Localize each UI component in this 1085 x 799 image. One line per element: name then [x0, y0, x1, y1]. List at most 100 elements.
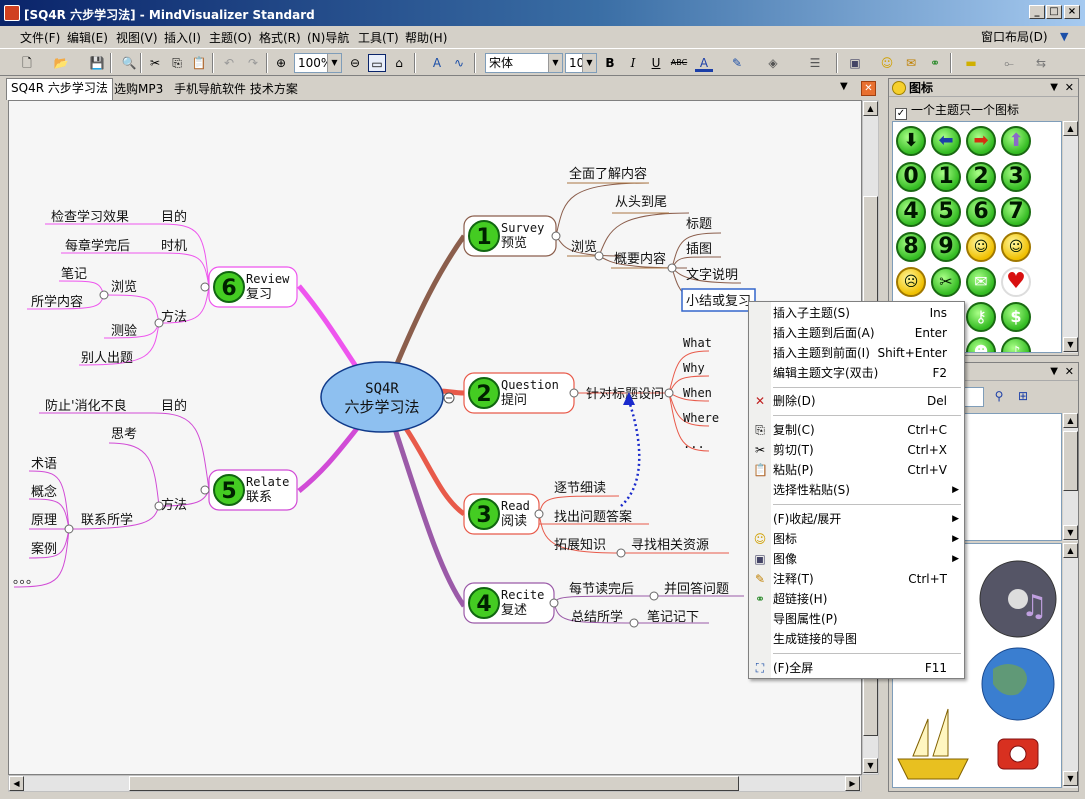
people-icon[interactable]: ☻ — [966, 337, 996, 352]
menu-paste[interactable]: 📋粘贴(P)Ctrl+V — [753, 463, 947, 477]
number-9-icon[interactable]: 9 — [931, 232, 961, 262]
pin-icon[interactable]: ▼ — [1050, 366, 1058, 377]
telephone-icon[interactable] — [997, 738, 1039, 770]
strikethrough-button[interactable]: ABC — [670, 58, 688, 67]
mail-icon[interactable]: ✉ — [966, 267, 996, 297]
close-window-button[interactable]: × — [1064, 5, 1080, 19]
paste-icon[interactable]: 📋 — [191, 56, 207, 70]
heart-icon[interactable]: ♥ — [1001, 267, 1031, 297]
node-recite[interactable]: 4 Recite 复述 — [463, 582, 555, 624]
chevron-down-icon[interactable]: ▼ — [1060, 30, 1069, 43]
mindmap-canvas[interactable]: 1 Survey 预览 2 Question 提问 3 Read 阅读 4 Re… — [8, 100, 862, 775]
menu-cut[interactable]: ✂剪切(T)Ctrl+X — [754, 443, 947, 457]
node-relate[interactable]: 5 Relate 联系 — [208, 469, 298, 511]
number-8-icon[interactable]: 8 — [896, 232, 926, 262]
menu-topic[interactable]: 主题(O) — [209, 31, 252, 45]
format-painter-icon[interactable]: A — [432, 56, 442, 70]
number-6-icon[interactable]: 6 — [966, 197, 996, 227]
canvas-horizontal-scrollbar[interactable]: ◀ ▶ — [8, 775, 862, 792]
minimize-button[interactable]: _ — [1029, 5, 1045, 19]
number-1-icon[interactable]: 1 — [931, 162, 961, 192]
close-icon[interactable]: ✕ — [1064, 81, 1074, 94]
menu-copy[interactable]: ⎘复制(C)Ctrl+C — [755, 420, 963, 440]
zoom-select[interactable]: 100%▼ — [294, 53, 342, 73]
library-tree-scrollbar[interactable]: ▲▼ — [1063, 413, 1078, 541]
arrow-down-icon[interactable]: ⬇ — [896, 126, 926, 156]
zoom-in-icon[interactable]: ⊕ — [275, 56, 287, 70]
menu-image[interactable]: ▣图像▶ — [754, 552, 959, 566]
number-7-icon[interactable]: 7 — [1001, 197, 1031, 227]
key-icon[interactable]: ⚷ — [966, 302, 996, 332]
open-folder-icon[interactable]: 📂 — [53, 56, 69, 70]
arrow-right-icon[interactable]: ➡ — [966, 126, 996, 156]
one-icon-option[interactable]: ✓一个主题只一个图标 — [895, 103, 1020, 120]
number-4-icon[interactable]: 4 — [896, 197, 926, 227]
sad-face-icon[interactable]: ☹ — [896, 267, 926, 297]
undo-icon[interactable]: ↶ — [223, 56, 235, 70]
node-read[interactable]: 3 Read 阅读 — [463, 493, 540, 535]
menu-insert-after[interactable]: 插入主题到后面(A)Enter — [773, 326, 947, 340]
arrow-up-icon[interactable]: ⬆ — [1001, 126, 1031, 156]
bold-button[interactable]: B — [605, 56, 615, 70]
window-layout-menu[interactable]: 窗口布局(D) — [981, 30, 1048, 44]
number-5-icon[interactable]: 5 — [931, 197, 961, 227]
menu-edit-text[interactable]: 编辑主题文字(双击)F2 — [773, 366, 947, 380]
scissors-icon[interactable]: ✂ — [931, 267, 961, 297]
image-icon[interactable]: ▣ — [849, 56, 861, 70]
menu-edit[interactable]: 编辑(E) — [67, 31, 108, 45]
copy-icon[interactable]: ⎘ — [172, 56, 182, 70]
align-icon[interactable]: ☰ — [809, 56, 821, 70]
menu-navigate[interactable]: (N)导航 — [307, 31, 350, 45]
menu-insert-child[interactable]: 插入子主题(S)Ins — [773, 306, 947, 320]
save-icon[interactable]: 💾 — [89, 56, 105, 70]
node-review[interactable]: 6 Review 复习 — [208, 266, 298, 308]
menu-generate-linked-map[interactable]: 生成链接的导图 — [773, 632, 858, 646]
menu-format[interactable]: 格式(R) — [259, 31, 301, 45]
fill-color-icon[interactable]: ◈ — [768, 56, 778, 70]
menu-collapse-expand[interactable]: (F)收起/展开▶ — [773, 512, 959, 526]
add-image-icon[interactable]: ⊞ — [1017, 389, 1029, 403]
maximize-button[interactable]: □ — [1046, 5, 1062, 19]
pin-icon[interactable]: ▼ — [1050, 82, 1058, 93]
icon-grid-scrollbar[interactable]: ▲▼ — [1063, 121, 1078, 353]
font-select[interactable]: 宋体▼ — [485, 53, 563, 73]
tab-sq4r[interactable]: SQ4R 六步学习法 — [6, 78, 113, 100]
menu-hyperlink[interactable]: ⚭超链接(H) — [754, 592, 828, 606]
menu-delete[interactable]: ✕删除(D)Del — [754, 394, 947, 408]
topic-shape-icon[interactable]: ▬ — [965, 56, 977, 70]
arrow-left-icon[interactable]: ⬅ — [931, 126, 961, 156]
menu-insert-before[interactable]: 插入主题到前面(I)Shift+Enter — [773, 346, 947, 360]
happy-face-icon[interactable]: ☺ — [966, 232, 996, 262]
cd-music-icon[interactable]: ♫ — [979, 560, 1057, 638]
menu-map-properties[interactable]: 导图属性(P) — [773, 612, 838, 626]
menu-insert[interactable]: 插入(I) — [164, 31, 201, 45]
relation-icon[interactable]: ⇆ — [1035, 56, 1047, 70]
connector-icon[interactable]: ⟜ — [1004, 56, 1014, 70]
menu-tools[interactable]: 工具(T) — [358, 31, 399, 45]
close-tab-icon[interactable]: ✕ — [861, 81, 876, 96]
money-bag-icon[interactable]: $ — [1001, 302, 1031, 332]
menu-help[interactable]: 帮助(H) — [405, 31, 448, 45]
node-question[interactable]: 2 Question 提问 — [463, 372, 575, 414]
tab-nav-software[interactable]: 手机导航软件 技术方案 — [174, 82, 298, 96]
globe-icon[interactable] — [981, 647, 1055, 721]
cut-icon[interactable]: ✂ — [149, 56, 161, 70]
italic-button[interactable]: I — [630, 56, 636, 70]
node-survey[interactable]: 1 Survey 预览 — [463, 215, 557, 257]
highlight-icon[interactable]: ✎ — [731, 56, 743, 70]
font-color-icon[interactable]: A — [695, 54, 713, 72]
tab-mp3[interactable]: 选购MP3 — [114, 82, 164, 96]
page-view-icon[interactable]: ▭ — [368, 54, 386, 72]
close-icon[interactable]: ✕ — [1064, 365, 1074, 378]
number-0-icon[interactable]: 0 — [896, 162, 926, 192]
home-icon[interactable]: ⌂ — [395, 56, 403, 70]
print-preview-icon[interactable]: 🔍 — [121, 56, 137, 70]
central-topic[interactable]: SQ4R 六步学习法 — [320, 361, 455, 433]
menu-paste-special[interactable]: 选择性粘贴(S)▶ — [773, 483, 959, 497]
menu-file[interactable]: 文件(F) — [20, 31, 61, 45]
note-icon[interactable]: ✉ — [905, 56, 917, 70]
zoom-out-icon[interactable]: ⊖ — [349, 56, 361, 70]
link-style-icon[interactable]: ∿ — [453, 56, 465, 70]
smiley-icon[interactable]: ☺ — [880, 56, 894, 70]
